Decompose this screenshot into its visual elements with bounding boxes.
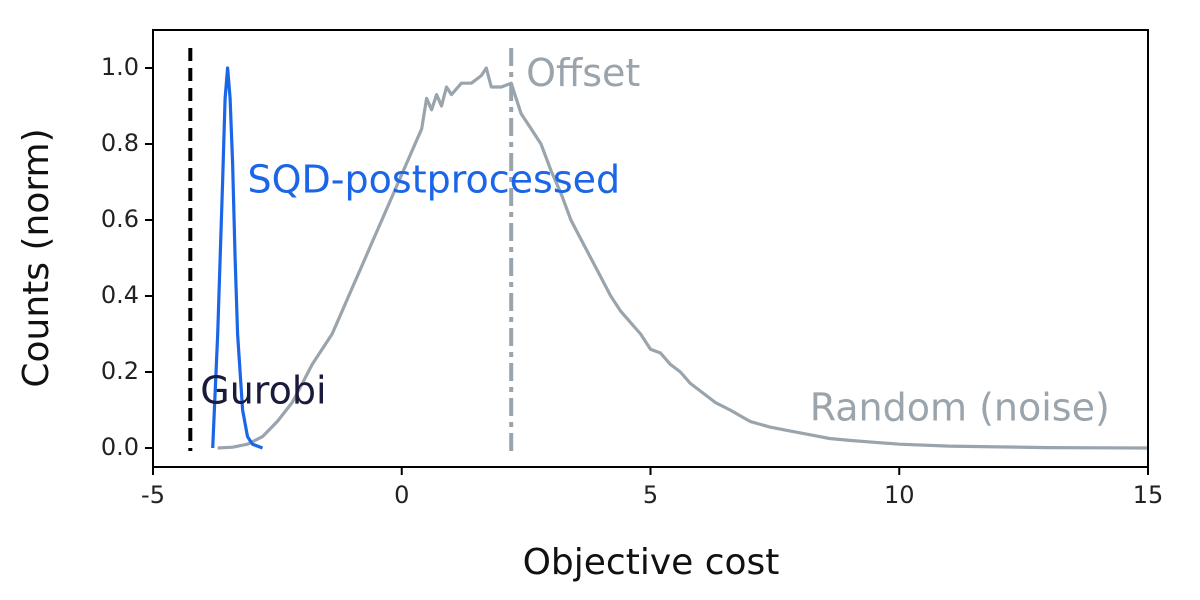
series-line-random-noise [217,66,1149,450]
axes: Objective cost Counts (norm) -5 0 5 10 15 0.0… [16,29,1164,583]
y-tick-label: 0.6 [101,205,139,233]
annotation-random-noise: Random (noise) [810,386,1110,430]
x-tick-label: -5 [141,481,165,509]
y-tick-label: 0.0 [101,433,139,461]
y-tick-label: 1.0 [101,53,139,81]
chart-annotations: SQD-postprocessed Offset Gurobi Random (… [200,51,1110,429]
annotation-sqd: SQD-postprocessed [248,158,621,202]
x-tick-label: 0 [394,481,409,509]
y-tick-label: 0.2 [101,357,139,385]
series-line-sqd-postprocessed [211,66,264,450]
chart-marks [188,48,1149,451]
y-tick-label: 0.4 [101,281,139,309]
x-tick-label: 10 [884,481,915,509]
y-axis-label: Counts (norm) [16,128,57,387]
annotation-gurobi: Gurobi [200,368,326,412]
annotation-offset: Offset [526,51,640,95]
x-axis-label: Objective cost [523,542,780,583]
y-tick-label: 0.8 [101,129,139,157]
x-tick-label: 5 [643,481,658,509]
x-tick-label: 15 [1133,481,1164,509]
